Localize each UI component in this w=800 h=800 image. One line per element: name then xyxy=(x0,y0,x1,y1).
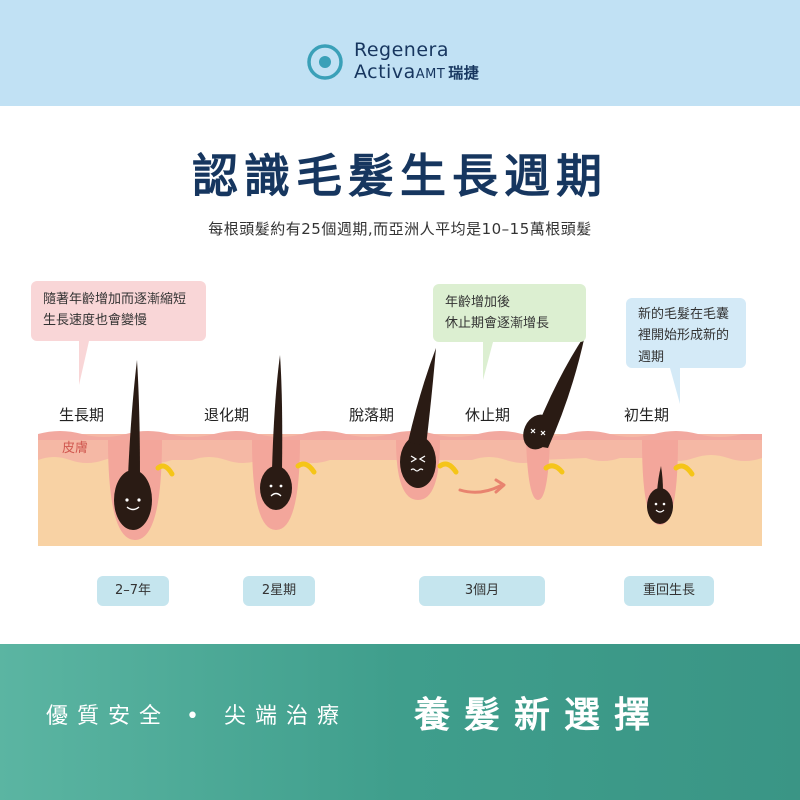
new-note-line1: 新的毛髮在毛囊 xyxy=(638,307,730,322)
logo-name-line1: Regenera xyxy=(354,39,449,61)
new-note-line2: 裡開始形成新的 xyxy=(638,328,730,344)
duration-telogen: 3個月 xyxy=(419,576,545,606)
growth-note-bubble: 隨著年齡增加而逐漸縮短 生長速度也會變慢 xyxy=(31,281,206,385)
logo-ring-icon xyxy=(307,44,343,80)
logo-chinese-name: 瑞捷 xyxy=(448,63,480,82)
resting-note-bubble: 年齡增加後 休止期會逐漸增長 xyxy=(433,284,586,380)
duration-catagen: 2星期 xyxy=(243,576,315,606)
stage-label-catagen: 退化期 xyxy=(204,406,250,424)
growth-note-line2: 生長速度也會變慢 xyxy=(43,313,148,329)
skin-label: 皮膚 xyxy=(62,441,89,456)
logo-name-line2: Activa xyxy=(354,60,416,83)
page-subtitle: 每根頭髮約有25個週期,而亞洲人平均是10–15萬根頭髮 xyxy=(208,220,592,238)
footer-band: 優質安全 • 尖端治療 養髮新選擇 xyxy=(0,644,800,800)
footer-tagline: 優質安全 • 尖端治療 xyxy=(46,704,348,729)
resting-note-line2: 休止期會逐漸增長 xyxy=(445,316,550,332)
growth-note-line1: 隨著年齡增加而逐漸縮短 xyxy=(43,292,187,307)
stage-label-telogen: 休止期 xyxy=(465,406,511,424)
resting-note-line1: 年齡增加後 xyxy=(445,295,511,310)
duration-anagen: 2–7年 xyxy=(97,576,169,606)
footer-slogan: 養髮新選擇 xyxy=(414,695,665,736)
page-title: 認識毛髮生長週期 xyxy=(192,149,608,203)
stage-label-shedding: 脫落期 xyxy=(349,406,395,424)
new-note-line3: 週期 xyxy=(638,349,665,365)
logo-amt: AMT xyxy=(415,66,446,82)
duration-regrowth: 重回生長 xyxy=(624,576,714,606)
stage-label-new: 初生期 xyxy=(624,406,670,424)
stage-label-anagen: 生長期 xyxy=(59,406,105,424)
new-growth-note-bubble: 新的毛髮在毛囊 裡開始形成新的 週期 xyxy=(626,298,746,404)
